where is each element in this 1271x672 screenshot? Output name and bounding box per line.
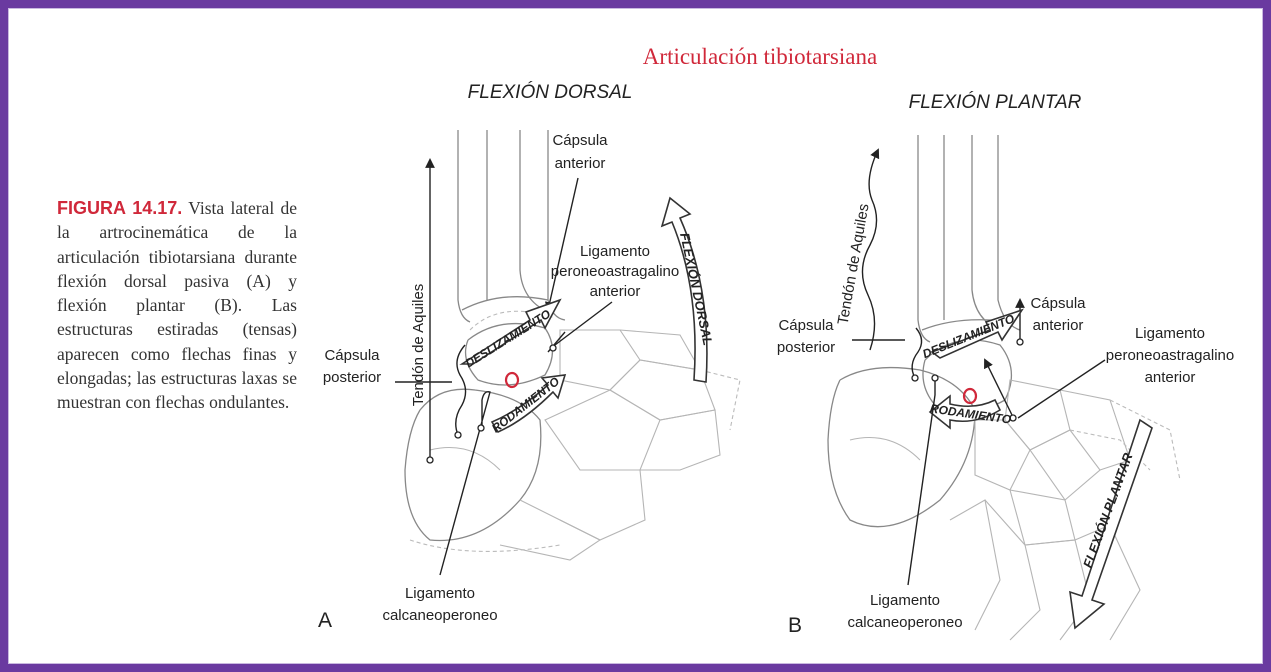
panel-a-capsule-posterior-line2: posterior: [323, 369, 381, 386]
panel-a-bones: [405, 130, 740, 560]
panel-a-calcaneo-leader: [440, 392, 490, 575]
panel-b-motion-arrow: FLEXIÓN PLANTAR: [1070, 420, 1152, 628]
panel-b-capsule-anterior-line2: anterior: [1033, 317, 1084, 334]
panel-b-calcaneo-line2: calcaneoperoneo: [847, 614, 962, 631]
panel-a-ligament-line2: peroneoastragalino: [551, 263, 679, 280]
panel-a-capsule-posterior-line1: Cápsula: [324, 347, 380, 364]
panel-a-ligament-line3: anterior: [590, 283, 641, 300]
panel-a-capsule-anterior-line2: anterior: [555, 155, 606, 172]
panel-a-motion-arrow: FLEXIÓN DORSAL: [662, 198, 716, 382]
panel-b-ligament-line1: Ligamento: [1135, 325, 1205, 342]
diagram-title: Articulación tibiotarsiana: [643, 44, 877, 69]
panel-b-ligament-line3: anterior: [1145, 369, 1196, 386]
panel-a-ligament-line1: Ligamento: [580, 243, 650, 260]
panel-b-roll-arrow: RODAMIENTO: [929, 396, 1013, 428]
panel-b-bones: [828, 135, 1180, 640]
panel-a-letter: A: [318, 609, 332, 632]
panel-a-roll-arrow: RODAMIENTO: [489, 374, 565, 436]
panel-b-achilles-label: Tendón de Aquiles: [835, 202, 873, 326]
panel-a-heading: FLEXIÓN DORSAL: [468, 81, 633, 103]
panel-a-roll-label: RODAMIENTO: [489, 374, 563, 436]
panel-b-capsule-posterior-line2: posterior: [777, 339, 835, 356]
panel-b-ligament-leader: [1018, 360, 1105, 418]
panel-a-achilles-tendon: Tendón de Aquiles: [410, 160, 433, 463]
panel-b-letter: B: [788, 614, 802, 637]
panel-a-calcaneo-line1: Ligamento: [405, 585, 475, 602]
panel-b-roll-label: RODAMIENTO: [929, 401, 1013, 426]
panel-b-ligament-line2: peroneoastragalino: [1106, 347, 1234, 364]
panel-a-achilles-label: Tendón de Aquiles: [410, 284, 427, 407]
panel-b-capsule-posterior-line1: Cápsula: [778, 317, 834, 334]
panel-a-capsule-anterior-leader: [548, 178, 578, 310]
panel-a-calcaneo-line2: calcaneoperoneo: [382, 607, 497, 624]
panel-b-calcaneo-line1: Ligamento: [870, 592, 940, 609]
panel-a: FLEXIÓN DORSAL: [318, 81, 740, 632]
panel-a-slide-label: DESLIZAMIENTO: [463, 306, 554, 370]
panel-a-slide-arrow: DESLIZAMIENTO: [462, 300, 560, 370]
panel-b-heading: FLEXIÓN PLANTAR: [909, 91, 1082, 113]
panel-b-capsule-anterior-line1: Cápsula: [1030, 295, 1086, 312]
panel-a-ligament-leader: [555, 302, 612, 345]
panel-b-achilles-tendon: Tendón de Aquiles: [835, 150, 878, 350]
panel-b-slide-arrow: DESLIZAMIENTO: [921, 310, 1022, 361]
panel-b: FLEXIÓN PLANTAR: [777, 91, 1234, 640]
panel-a-capsule-anterior-line1: Cápsula: [552, 132, 608, 149]
